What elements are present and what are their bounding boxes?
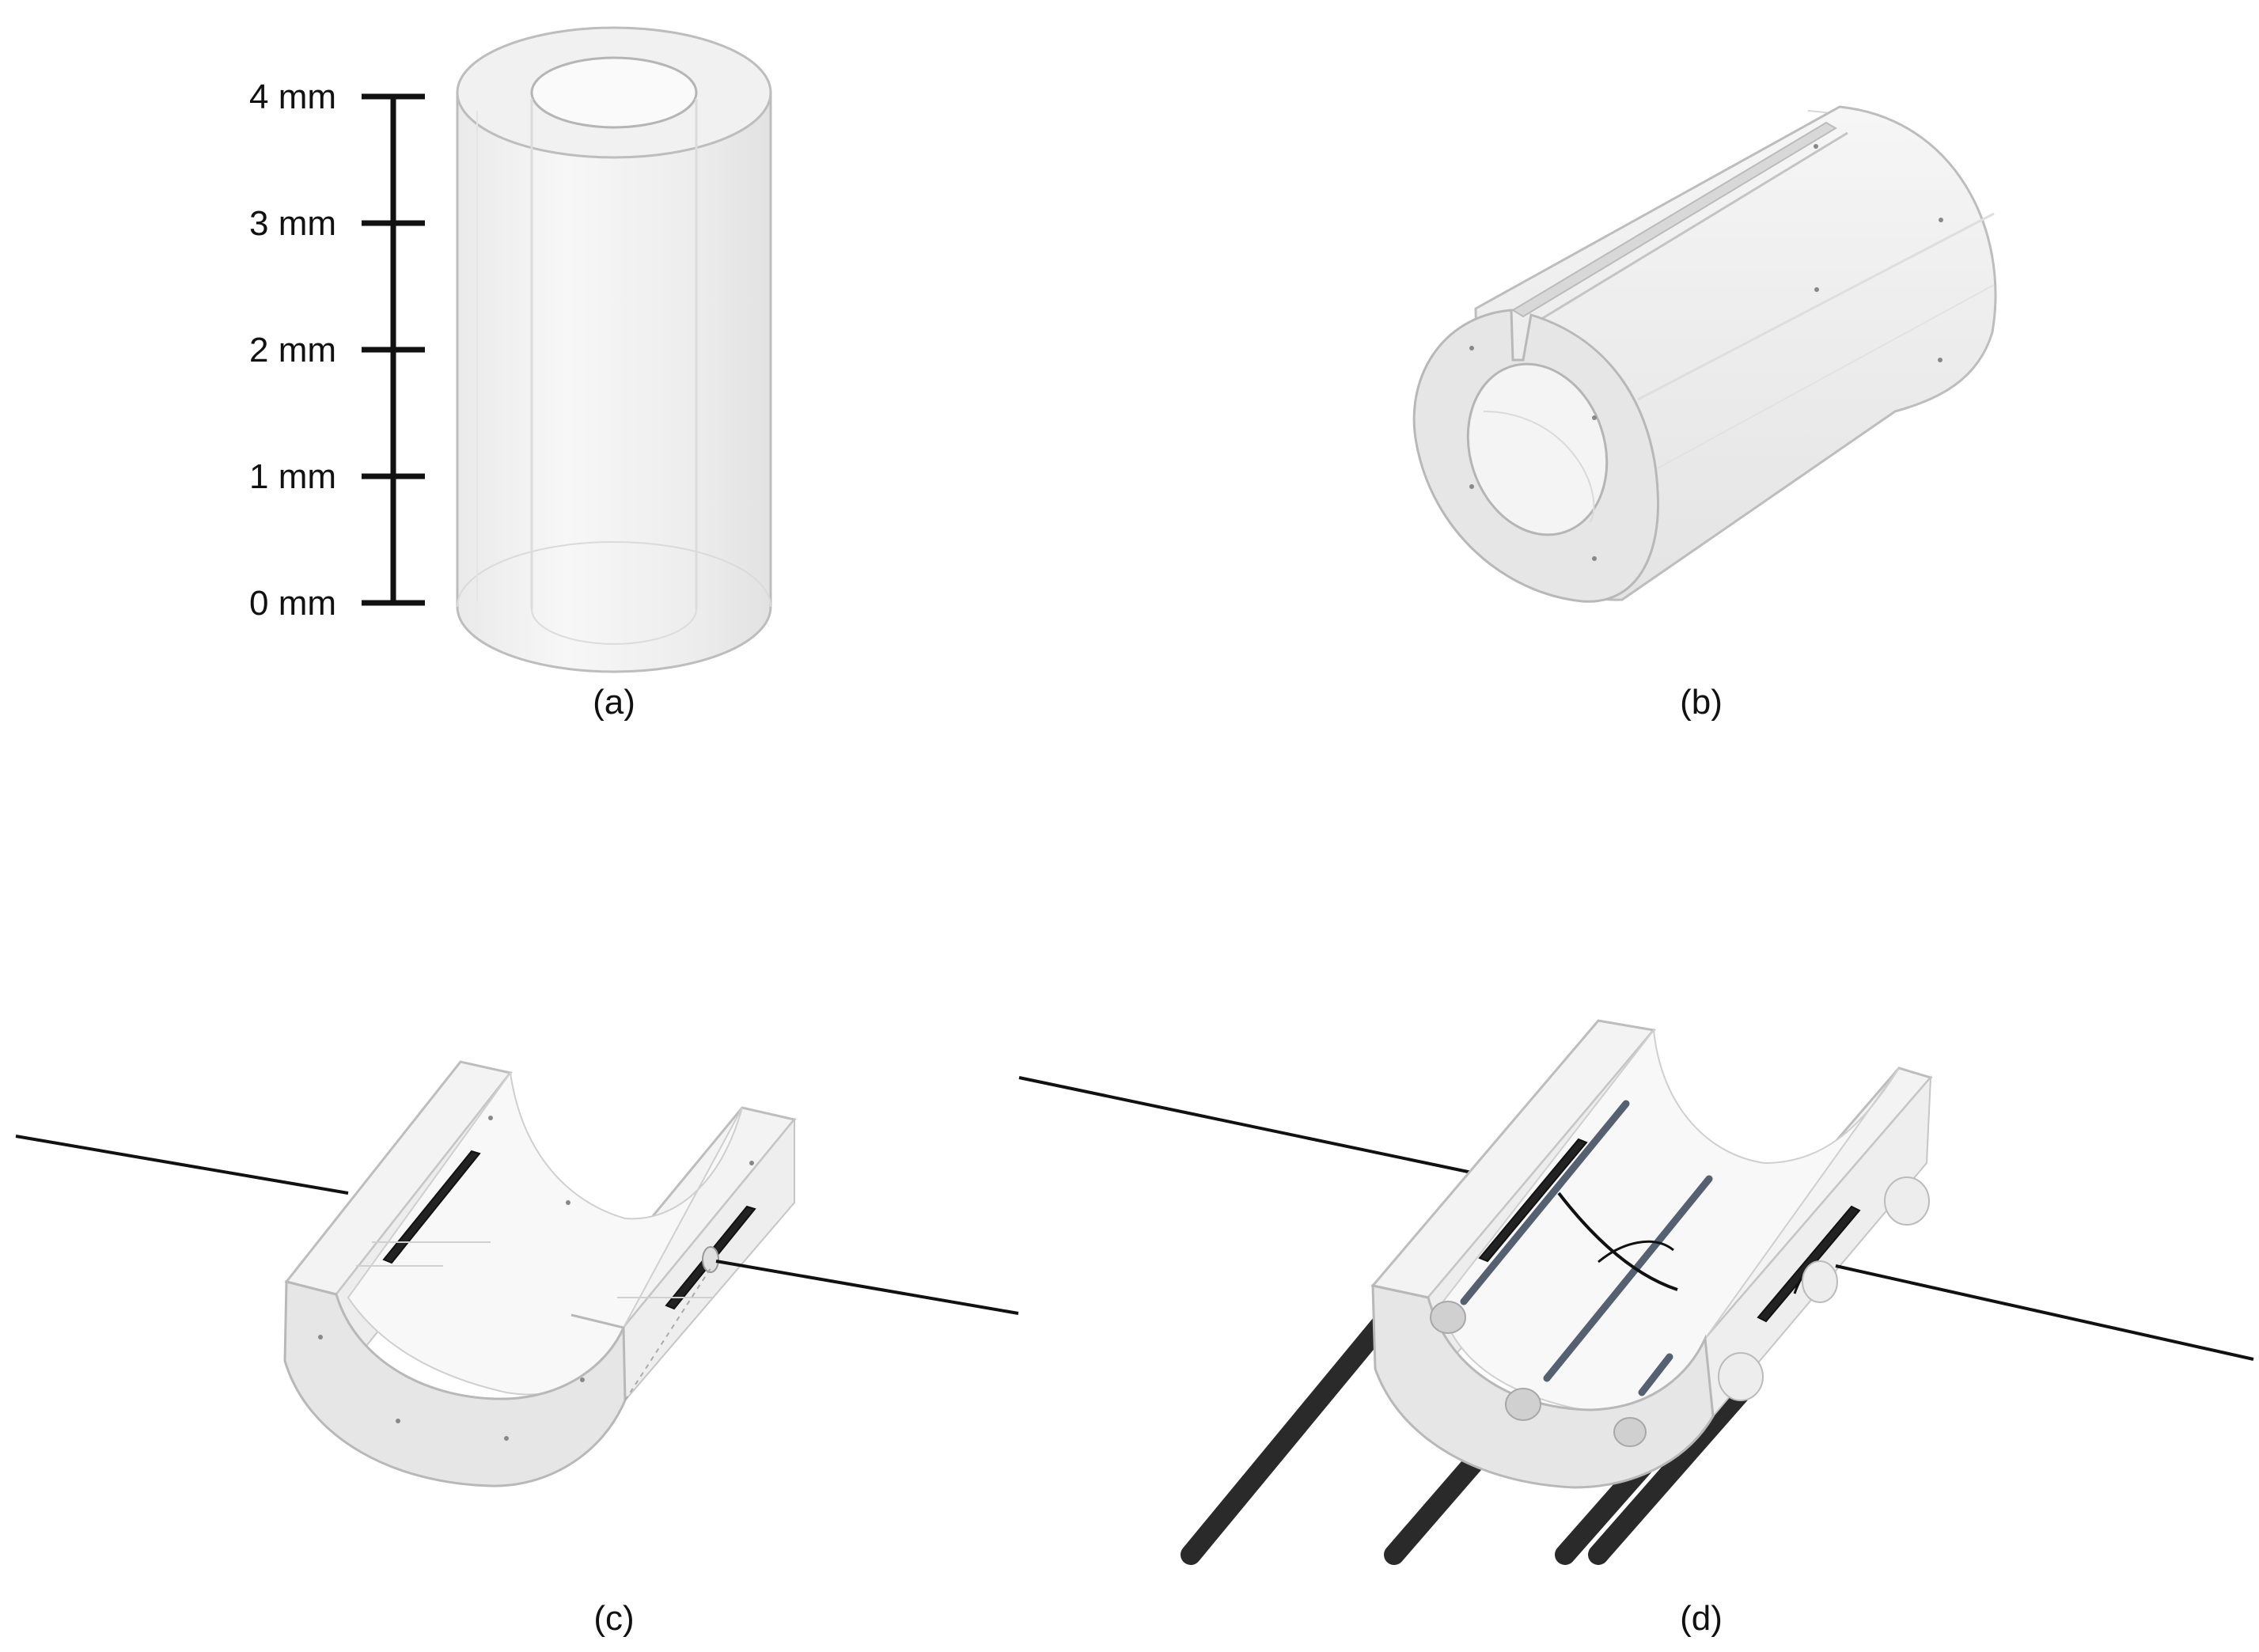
body-line-2	[1645, 284, 1995, 476]
mark	[1938, 358, 1943, 362]
slit-cylinder-tilted	[1412, 105, 1997, 603]
hollow-cylinder-upright	[456, 26, 772, 673]
slit-edge	[1538, 131, 1848, 322]
lead-wire-2	[1598, 1240, 1674, 1264]
mark	[1592, 415, 1597, 420]
connector-dome	[1884, 1176, 1930, 1226]
scale-label-1mm: 1 mm	[249, 457, 336, 496]
electrode-slot-left	[382, 1150, 481, 1264]
caption-c: (c)	[593, 1599, 634, 1638]
panel-a: 4 mm 3 mm 2 mm 1 mm 0 mm (a)	[249, 26, 772, 722]
mark	[749, 1161, 754, 1165]
mark	[1469, 484, 1474, 489]
panel-d: (d)	[1018, 1019, 2254, 1638]
cable-4	[1588, 1382, 1751, 1565]
scale-label-3mm: 3 mm	[249, 204, 336, 243]
wire-left	[1018, 1076, 1473, 1174]
cylinder-bore-top	[530, 56, 698, 129]
caption-a: (a)	[593, 683, 635, 722]
mark	[1814, 287, 1819, 292]
scale-label-0mm: 0 mm	[249, 584, 336, 623]
connector-dome	[1718, 1352, 1764, 1401]
bore-front	[1466, 362, 1609, 536]
bore-bottom-hidden	[531, 608, 697, 645]
half-cylinder-open	[283, 1060, 797, 1487]
panel-c: (c)	[15, 1060, 1019, 1638]
inner-surface	[347, 1070, 743, 1396]
wire-right	[1835, 1264, 2254, 1361]
scale-bar: 4 mm 3 mm 2 mm 1 mm 0 mm	[249, 78, 425, 623]
mark	[488, 1116, 493, 1120]
scale-label-2mm: 2 mm	[249, 331, 336, 369]
mark	[318, 1335, 323, 1339]
panel-b: (b)	[1412, 105, 1997, 722]
inner-surface	[1438, 1028, 1900, 1411]
electrode-rod-3	[1638, 1353, 1673, 1396]
mark	[504, 1436, 509, 1441]
electrode-slot-left	[1478, 1138, 1588, 1263]
cylinder-body	[456, 91, 772, 673]
mark	[1469, 346, 1474, 350]
wire-right	[715, 1260, 1019, 1315]
mark	[1939, 218, 1943, 222]
electrode-rod-2	[1543, 1175, 1713, 1382]
connector-dome	[1802, 1260, 1838, 1303]
connector-dome	[1613, 1417, 1647, 1447]
connector-dome	[1505, 1388, 1541, 1421]
slit	[1511, 121, 1837, 318]
connector-dome	[1430, 1301, 1466, 1334]
electrode-rod-1	[1460, 1100, 1630, 1305]
mark	[396, 1419, 400, 1423]
caption-b: (b)	[1680, 683, 1723, 722]
mark	[1592, 556, 1597, 561]
assembled-implant	[1370, 1019, 1933, 1489]
electrode-slot-right	[1757, 1205, 1861, 1323]
scale-label-4mm: 4 mm	[249, 78, 336, 116]
bore-inner-edge	[1483, 411, 1595, 523]
wire-left	[15, 1135, 349, 1195]
wire-bead	[702, 1246, 719, 1273]
mark	[580, 1377, 585, 1382]
mark	[1814, 144, 1818, 149]
cylinder-bottom-hidden	[457, 541, 771, 608]
caption-d: (d)	[1680, 1599, 1723, 1638]
body-line-1	[1637, 212, 1995, 401]
mark	[566, 1200, 570, 1205]
dashed-guide	[624, 1265, 713, 1401]
